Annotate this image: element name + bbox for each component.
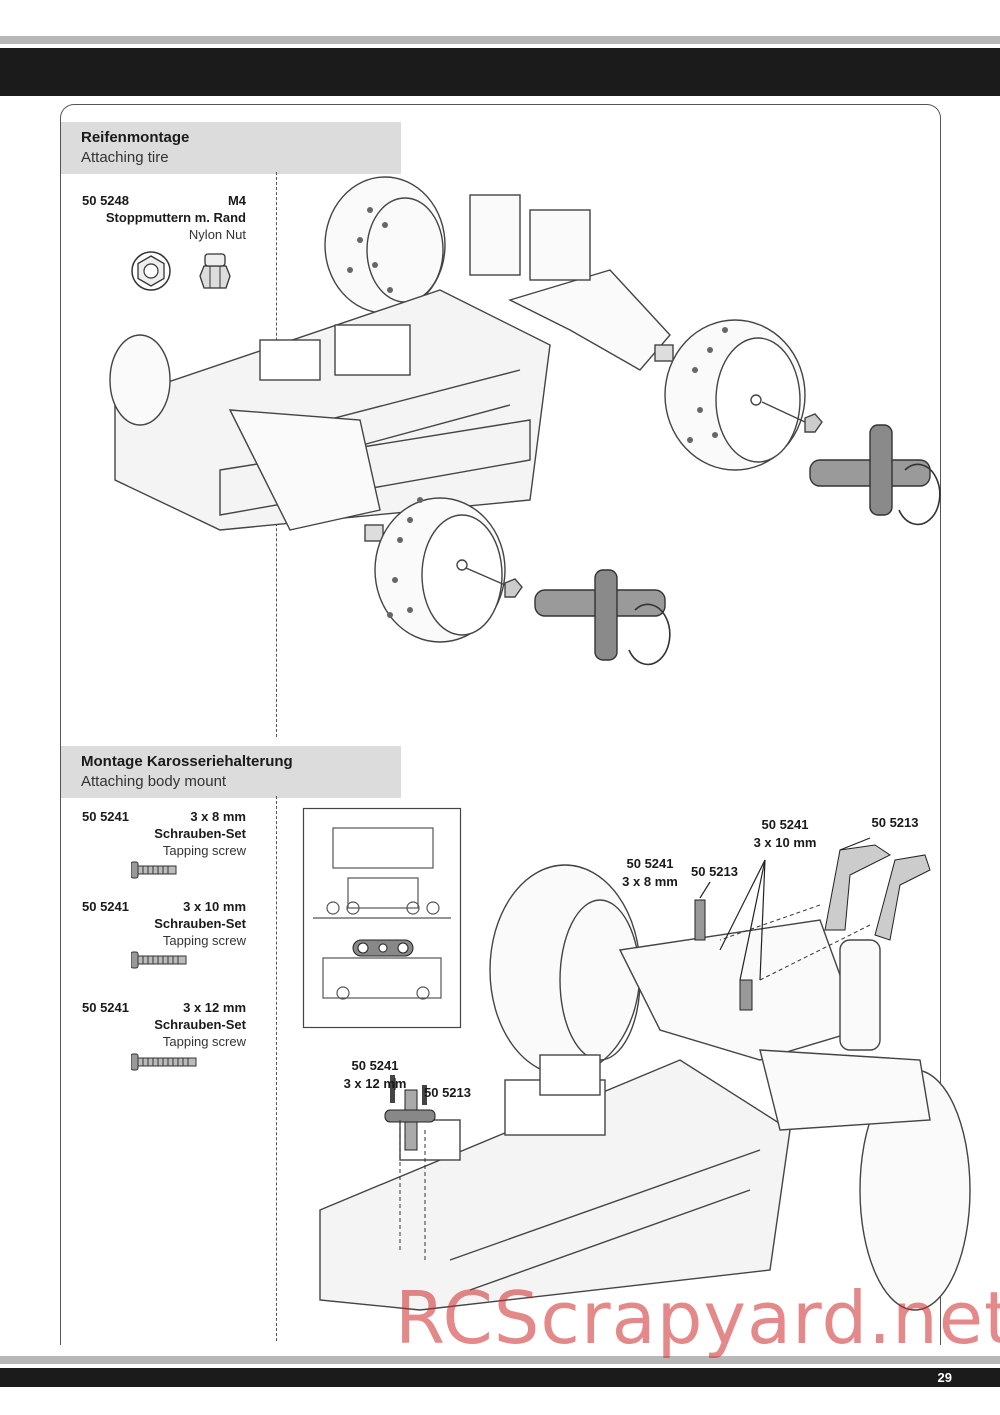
- callout-number: 50 5213: [424, 1085, 471, 1100]
- callout-number: 50 5241: [351, 1058, 399, 1073]
- detail-inset-illustration: [302, 807, 462, 1029]
- nylon-nut-icon: [131, 251, 231, 291]
- page-number: 29: [937, 1370, 952, 1385]
- part-screw-3x10: 50 5241 3 x 10 mm Schrauben-Set Tapping s…: [82, 898, 246, 949]
- header-bar: [0, 48, 1000, 96]
- section-title-de: Montage Karosseriehalterung: [81, 753, 293, 770]
- chassis-tire-illustration: [109, 176, 941, 666]
- callout-number: 50 5213: [691, 864, 738, 879]
- part-number: 50 5241: [82, 899, 129, 914]
- part-name-en: Tapping screw: [162, 1034, 246, 1049]
- part-name-de: Stoppmuttern m. Rand: [105, 210, 246, 225]
- part-size: 3 x 8 mm: [190, 809, 246, 824]
- screw-3x10-icon: [131, 951, 187, 969]
- part-size: M4: [227, 193, 246, 208]
- part-screw-3x12: 50 5241 3 x 12 mm Schrauben-Set Tapping s…: [82, 999, 246, 1050]
- section-header-body-mount: Montage Karosseriehalterung Attaching bo…: [61, 746, 401, 798]
- header-stripe: [0, 36, 1000, 44]
- content-frame: [60, 104, 941, 1345]
- part-name-de: Schrauben-Set: [154, 1017, 246, 1032]
- callout-screw-3x10: 50 5241 3 x 10 mm: [740, 816, 830, 852]
- callout-screw-3x8: 50 5241 3 x 8 mm: [610, 855, 690, 891]
- part-name-en: Tapping screw: [162, 843, 246, 858]
- screw-3x12-icon: [131, 1053, 197, 1071]
- callout-screw-3x12: 50 5241 3 x 12 mm: [330, 1057, 420, 1093]
- callout-size: 3 x 12 mm: [343, 1076, 407, 1091]
- section-title-de: Reifenmontage: [81, 129, 190, 146]
- callout-size: 3 x 8 mm: [622, 874, 678, 889]
- part-size: 3 x 10 mm: [183, 899, 246, 914]
- part-screw-3x8: 50 5241 3 x 8 mm Schrauben-Set Tapping sc…: [82, 808, 246, 859]
- part-size: 3 x 12 mm: [183, 1000, 246, 1015]
- part-name-de: Schrauben-Set: [154, 826, 246, 841]
- callout-body-post-center: 50 5213: [682, 863, 747, 881]
- part-name-en: Tapping screw: [162, 933, 246, 948]
- divider-line: [276, 796, 277, 1341]
- screw-3x8-icon: [131, 861, 177, 879]
- part-number: 50 5241: [82, 1000, 129, 1015]
- section-title-en: Attaching body mount: [81, 773, 227, 790]
- watermark: RCScrapyard.net: [395, 1276, 1000, 1360]
- callout-body-post-right: 50 5213: [860, 814, 930, 832]
- callout-size: 3 x 10 mm: [753, 835, 817, 850]
- section-header-tire: Reifenmontage Attaching tire: [61, 122, 401, 174]
- footer-stripe: [0, 1356, 1000, 1364]
- part-name-en: Nylon Nut: [188, 227, 246, 242]
- callout-number: 50 5241: [761, 817, 809, 832]
- callout-number: 50 5213: [871, 815, 919, 830]
- footer-bar: [0, 1368, 1000, 1387]
- part-name-de: Schrauben-Set: [154, 916, 246, 931]
- part-number: 50 5241: [82, 809, 129, 824]
- callout-number: 50 5241: [626, 856, 674, 871]
- part-number: 50 5248: [82, 193, 129, 208]
- part-nylon-nut: 50 5248 M4 Stoppmuttern m. Rand Nylon Nut: [82, 192, 246, 243]
- callout-body-post-rear: 50 5213: [415, 1084, 480, 1102]
- body-mount-illustration: [319, 837, 971, 1311]
- section-title-en: Attaching tire: [81, 149, 169, 166]
